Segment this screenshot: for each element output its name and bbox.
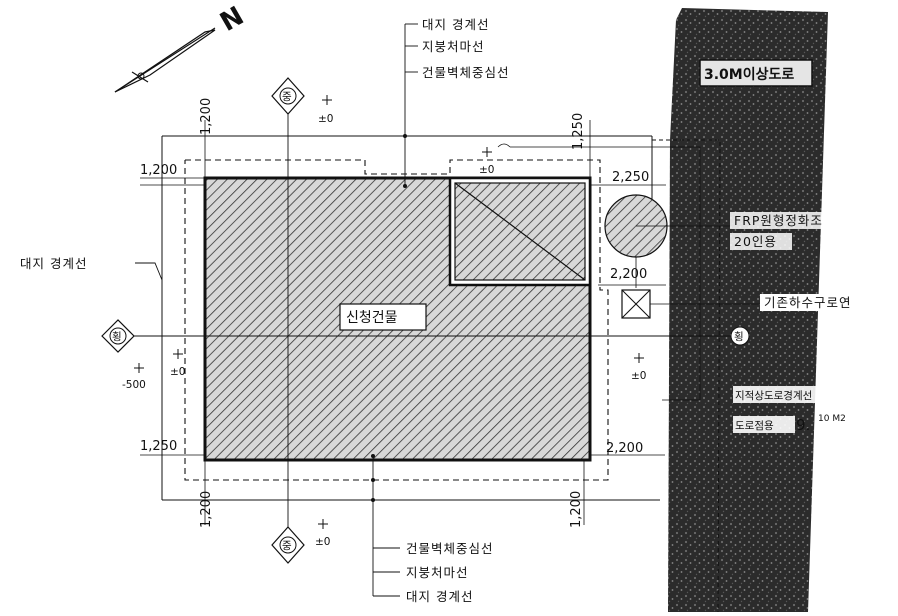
svg-text:횡: 횡 (734, 330, 744, 343)
section-lines (105, 80, 740, 540)
dim-left-top-vertical: 1,200 (199, 98, 214, 135)
level-mark-4: ±0 (170, 366, 185, 378)
label-lot-boundary-left: 대지 경계선 (20, 256, 87, 271)
label-area-prefix: 도로점용 (735, 420, 774, 432)
dim-right-bottom-horizontal: 2,200 (606, 441, 643, 456)
svg-text:횡: 횡 (112, 330, 122, 343)
svg-text:중: 중 (282, 91, 292, 103)
dim-left-top-horizontal: 1,200 (140, 163, 177, 178)
north-arrow: N (114, 1, 249, 93)
section-marker-right: 횡 (730, 326, 750, 346)
label-eave-line-top: 지붕처마선 (422, 39, 485, 54)
road-label: 3.0M이상도로 (704, 66, 794, 83)
level-mark-2: ±0 (479, 164, 494, 176)
building-label: 신청건물 (346, 310, 398, 326)
north-label: N (215, 1, 249, 38)
section-marker-bottom: 중 (271, 526, 305, 564)
dimension-lines (140, 120, 701, 525)
dim-right-top-vertical: 1,250 (571, 113, 586, 150)
level-mark-1: ±0 (318, 113, 333, 125)
level-mark-3: -500 (122, 379, 146, 391)
section-marker-top: 중 (271, 77, 305, 115)
eave-line (184, 159, 609, 481)
label-lot-boundary-bottom: 대지 경계선 (406, 589, 473, 604)
label-septic: FRP원형정화조 (734, 213, 823, 228)
label-eave-line-bottom: 지붕처마선 (406, 565, 469, 580)
svg-text:중: 중 (282, 540, 292, 552)
level-mark-6: ±0 (315, 536, 330, 548)
dim-left-bottom-vertical: 1,200 (199, 491, 214, 528)
sewer-box (621, 289, 770, 319)
septic-tank (604, 194, 735, 288)
label-area-unit: 10 M2 (818, 414, 846, 424)
dim-right-bottom-vertical: 1,200 (569, 491, 584, 528)
level-marks (134, 95, 644, 529)
section-marker-left: 횡 (101, 319, 135, 353)
top-leaders (403, 23, 418, 188)
road-strip: 3.0M이상도로 (652, 8, 828, 613)
dim-right-tank-top: 2,250 (612, 170, 649, 185)
label-lot-boundary-top: 대지 경계선 (422, 17, 489, 32)
label-area-value: 9. (796, 416, 810, 434)
building: 신청건물 (203, 176, 592, 462)
label-wall-center-top: 건물벽체중심선 (422, 65, 510, 80)
label-septic-capacity: 20인용 (734, 234, 777, 249)
level-mark-5: ±0 (631, 370, 646, 382)
bottom-leaders (371, 454, 400, 597)
label-wall-center-bottom: 건물벽체중심선 (406, 541, 494, 556)
dim-left-bottom-horizontal: 1,250 (140, 439, 177, 454)
label-road-boundary: 지적상도로경계선 (735, 389, 812, 402)
label-sewer: 기존하수구로연 (764, 295, 852, 310)
dim-right-tank-bottom: 2,200 (610, 267, 647, 282)
